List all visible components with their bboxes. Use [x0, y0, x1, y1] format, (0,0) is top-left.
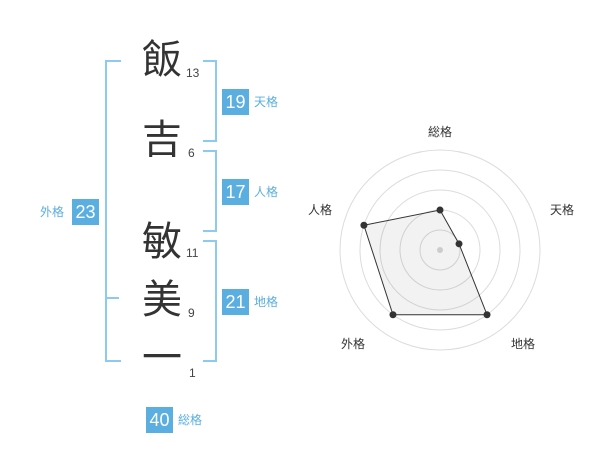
jinkaku-value-badge: 17: [222, 179, 249, 205]
soukaku-value-badge: 40: [146, 407, 173, 433]
radar-ring: [379, 189, 501, 311]
radar-series-polygon: [363, 209, 488, 316]
radar-point-1: [455, 240, 463, 248]
radar-ring: [419, 229, 461, 271]
tenkaku-bracket: [203, 60, 217, 142]
chikaku-bracket: [203, 240, 217, 362]
tenkaku-value-badge: 19: [222, 89, 249, 115]
tenkaku-label: 天格: [254, 95, 279, 109]
name-char-1: 飯: [142, 37, 182, 83]
name-char-5: 一: [142, 335, 182, 381]
radar-point-0: [436, 206, 444, 214]
radar-axis-label-jinkaku: 人格: [308, 203, 333, 217]
jinkaku-bracket: [203, 150, 217, 232]
radar-center-dot: [437, 247, 443, 253]
name-char-4: 美: [142, 277, 182, 323]
radar-axis-label-chikaku: 地格: [511, 337, 536, 351]
radar-axis-label-soukaku: 総格: [428, 125, 453, 139]
radar-point-2: [483, 311, 491, 319]
soukaku-label: 総格: [178, 413, 203, 427]
radar-ring: [359, 169, 521, 331]
radar-axis-label-tenkaku: 天格: [550, 203, 575, 217]
radar-point-4: [360, 221, 368, 229]
stroke-count-5: 1: [189, 366, 196, 380]
stroke-count-2: 6: [188, 146, 195, 160]
name-char-2: 吉: [142, 117, 182, 163]
radar-point-3: [389, 311, 397, 319]
name-char-3: 敏: [142, 219, 182, 265]
stroke-count-3: 11: [186, 246, 199, 260]
chikaku-label: 地格: [254, 295, 279, 309]
radar-axis-label-gaikaku: 外格: [341, 337, 366, 351]
gaikaku-bracket: [105, 60, 121, 362]
chikaku-value-badge: 21: [222, 289, 249, 315]
stroke-count-1: 13: [186, 66, 200, 80]
gaikaku-value-badge: 23: [72, 199, 99, 225]
gaikaku-label: 外格: [40, 205, 65, 219]
stroke-count-4: 9: [188, 306, 195, 320]
radar-ring: [339, 149, 541, 351]
jinkaku-label: 人格: [254, 185, 279, 199]
gaikaku-bracket-divider: [105, 297, 119, 299]
